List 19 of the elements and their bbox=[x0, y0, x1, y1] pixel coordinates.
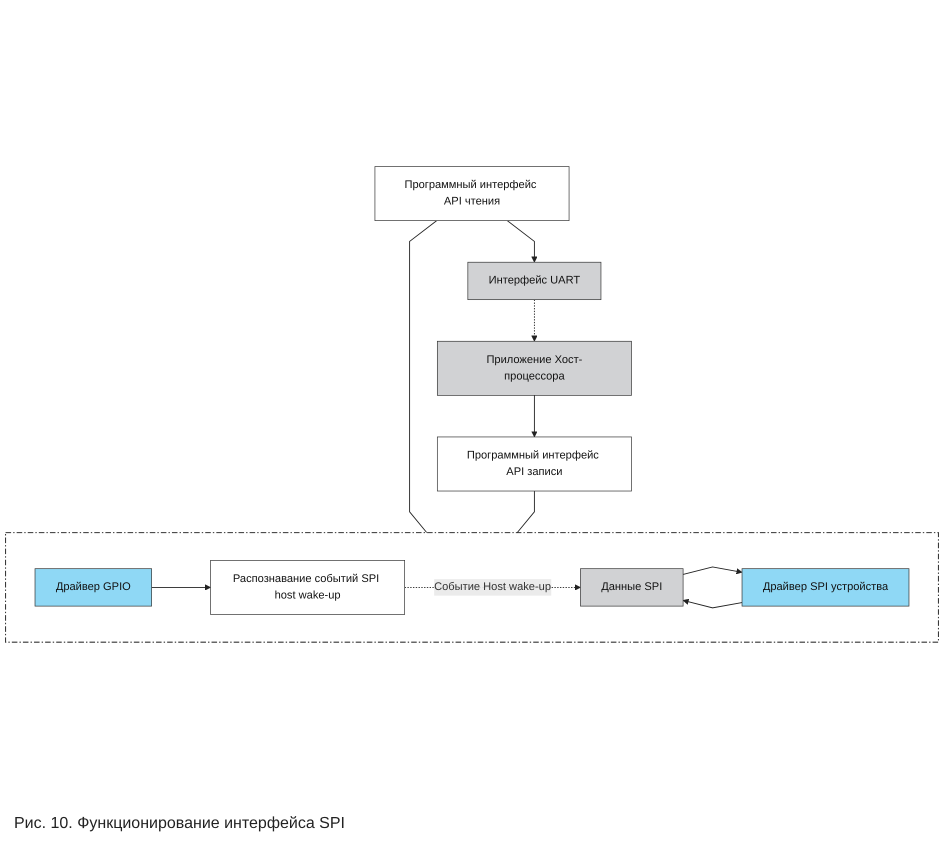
node-box: Данные SPI bbox=[580, 568, 684, 607]
node-box: Программный интерфейс API записи bbox=[436, 436, 632, 492]
node-box: Приложение Хост-процессора bbox=[436, 341, 632, 396]
node-box: Драйвер GPIO bbox=[34, 568, 152, 607]
node-box: Драйвер SPI устройства bbox=[742, 568, 910, 607]
connector bbox=[516, 490, 535, 534]
arrow bbox=[151, 584, 211, 591]
node-box: Интерфейс UART bbox=[468, 262, 602, 300]
node-box: Распознавание событий SPI host wake-up bbox=[210, 560, 405, 615]
edge-label: Событие Host wake-up bbox=[434, 581, 551, 594]
node-box: Программный интерфейс API чтения bbox=[374, 166, 570, 222]
arrow bbox=[682, 566, 742, 575]
arrow bbox=[531, 395, 538, 438]
figure-caption: Рис. 10. Функционирование интерфейса SPI bbox=[13, 814, 346, 834]
cluster bbox=[5, 532, 939, 643]
arrow bbox=[531, 299, 538, 342]
arrow bbox=[506, 220, 538, 263]
connector bbox=[409, 220, 438, 534]
arrow bbox=[682, 598, 742, 608]
